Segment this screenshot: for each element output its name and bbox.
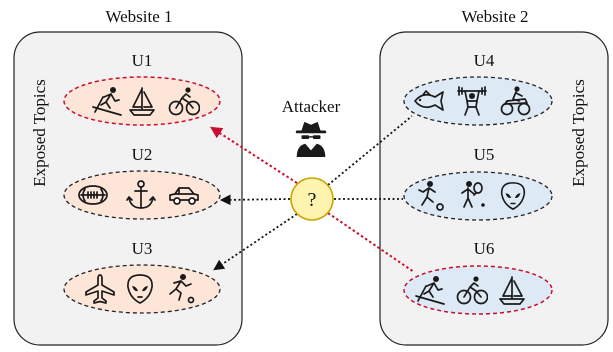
query-node — [290, 177, 334, 221]
topic-ellipse — [403, 76, 553, 126]
query-symbol: ? — [308, 189, 317, 211]
user-label: U4 — [474, 51, 495, 70]
user-u2: U2 — [63, 145, 221, 220]
link-to-u6 — [327, 212, 415, 273]
user-label: U5 — [474, 145, 495, 164]
website-2-side-label: Exposed Topics — [569, 79, 588, 187]
topic-ellipse — [403, 171, 553, 221]
user-u1: U1 — [63, 51, 221, 126]
topic-ellipse — [63, 264, 221, 314]
link-to-u4 — [327, 115, 413, 186]
user-u5: U5 — [403, 145, 553, 221]
link-to-u1 — [209, 126, 298, 184]
attacker-label: Attacker — [282, 97, 341, 116]
topic-ellipse — [403, 265, 553, 315]
website-1-side-label: Exposed Topics — [30, 79, 49, 187]
user-label: U1 — [132, 51, 153, 70]
user-u3: U3 — [63, 239, 221, 314]
user-label: U2 — [132, 145, 153, 164]
topic-ellipse — [63, 170, 221, 220]
user-label: U6 — [474, 239, 495, 258]
website-1-title: Website 1 — [105, 7, 172, 26]
user-u4: U4 — [403, 51, 553, 126]
spy-icon — [295, 121, 327, 158]
link-to-u3 — [213, 213, 298, 271]
website-2-title: Website 2 — [461, 7, 528, 26]
user-u6: U6 — [403, 239, 553, 315]
user-label: U3 — [132, 239, 153, 258]
